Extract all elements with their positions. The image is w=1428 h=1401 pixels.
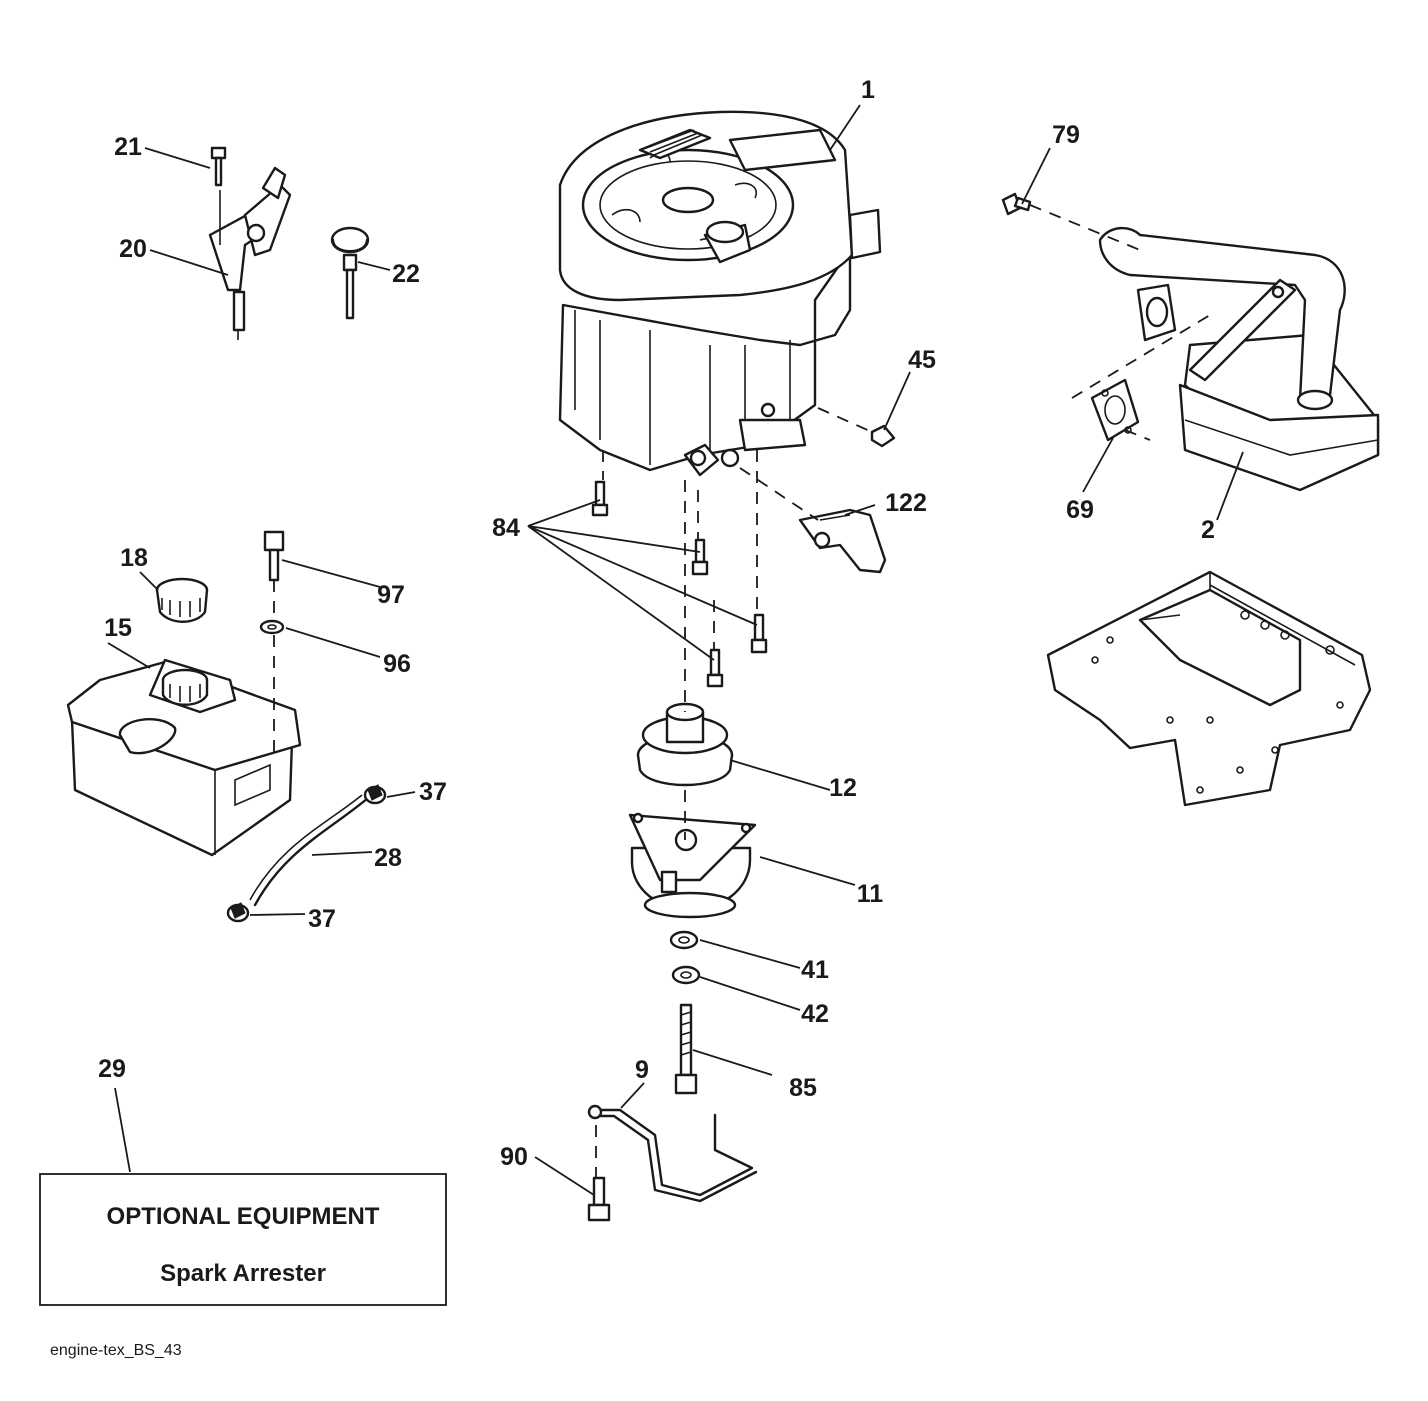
clamp-37b-part [226, 902, 250, 923]
clamp-37a-part [363, 784, 387, 805]
callout-37-upper: 37 [419, 778, 447, 806]
clutch-part [628, 812, 757, 919]
washer-41-part [669, 930, 699, 950]
washer-96-hole [267, 624, 277, 630]
callout-1: 1 [861, 76, 875, 104]
bolt-90-part [587, 1176, 611, 1222]
callout-29: 29 [98, 1055, 126, 1083]
optional-equipment-title: OPTIONAL EQUIPMENT [107, 1203, 380, 1230]
callout-90: 90 [500, 1143, 528, 1171]
muffler-part [1098, 226, 1380, 492]
nut-45-part [870, 424, 896, 448]
callout-37-lower: 37 [308, 905, 336, 933]
deflector-part [798, 508, 887, 574]
throttle-control-part [208, 146, 292, 340]
leader-lines [107, 104, 1244, 1196]
callout-21: 21 [114, 133, 142, 161]
callout-85: 85 [789, 1074, 817, 1102]
screw-97-part [263, 530, 285, 582]
callout-42: 42 [801, 1000, 829, 1028]
washer-42-hole [680, 971, 692, 979]
optional-equipment-box: OPTIONAL EQUIPMENT Spark Arrester [39, 1173, 447, 1306]
callout-97: 97 [377, 581, 405, 609]
washer-41-hole [678, 936, 690, 944]
callout-45: 45 [908, 346, 936, 374]
diagram-caption: engine-tex_BS_43 [50, 1342, 182, 1359]
fuel-line-inner [249, 794, 363, 901]
callout-20: 20 [119, 235, 147, 263]
callout-96: 96 [383, 650, 411, 678]
choke-knob-part [330, 226, 370, 320]
washer-42-part [671, 965, 701, 985]
filler-neck-part [161, 668, 209, 706]
callout-labels: 1 2 9 11 12 15 18 20 21 22 28 29 37 37 4… [98, 76, 1215, 1171]
frame-part [1046, 570, 1372, 807]
callout-122: 122 [885, 489, 927, 517]
assembly-lines [273, 204, 1211, 1178]
pulley-part [636, 702, 734, 787]
gasket-part [1090, 378, 1140, 442]
callout-22: 22 [392, 260, 420, 288]
callout-9: 9 [635, 1056, 649, 1084]
callout-41: 41 [801, 956, 829, 984]
callout-12: 12 [829, 774, 857, 802]
bolts-84-part [591, 480, 768, 688]
bolt-85-part [674, 1003, 698, 1095]
callout-69: 69 [1066, 496, 1094, 524]
callout-84: 84 [492, 514, 520, 542]
fuel-cap-part [155, 577, 209, 623]
callout-28: 28 [374, 844, 402, 872]
engine-part [558, 110, 882, 477]
callout-11: 11 [857, 880, 884, 908]
optional-equipment-item: Spark Arrester [160, 1260, 326, 1287]
washer-96-part [259, 619, 285, 635]
callout-18: 18 [120, 544, 148, 572]
fuel-line-part [253, 796, 370, 907]
callout-2: 2 [1201, 516, 1215, 544]
rod-9-part [587, 1104, 758, 1203]
callout-79: 79 [1052, 121, 1080, 149]
callout-15: 15 [104, 614, 132, 642]
